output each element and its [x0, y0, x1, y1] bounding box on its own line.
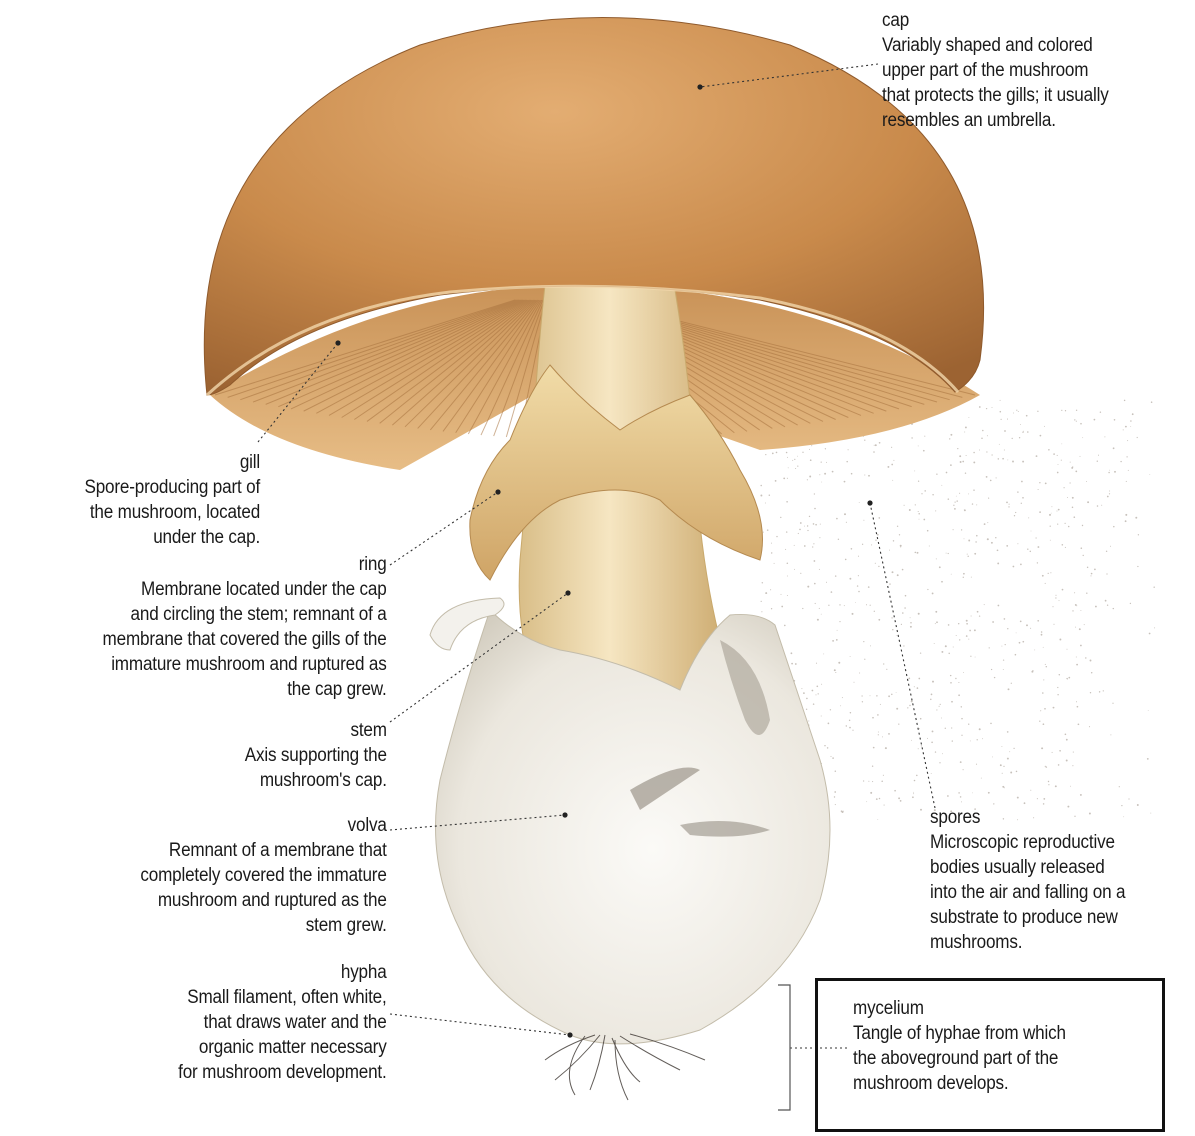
label-cap: cap Variably shaped and colored upper pa… — [882, 8, 1109, 133]
label-spores-term: spores — [930, 805, 1125, 830]
label-ring: ring Membrane located under the cap and … — [103, 552, 387, 702]
label-ring-desc: Membrane located under the cap and circl… — [103, 577, 387, 702]
label-gill-term: gill — [84, 450, 260, 475]
volva — [436, 610, 831, 1044]
mycelium-bracket — [778, 985, 790, 1110]
label-volva-desc: Remnant of a membrane that completely co… — [141, 838, 387, 938]
label-cap-desc: Variably shaped and colored upper part o… — [882, 33, 1109, 133]
label-volva: volva Remnant of a membrane that complet… — [141, 813, 387, 938]
label-hypha-desc: Small filament, often white, that draws … — [179, 985, 387, 1085]
label-volva-term: volva — [141, 813, 387, 838]
label-hypha: hypha Small filament, often white, that … — [179, 960, 387, 1085]
label-gill-desc: Spore-producing part of the mushroom, lo… — [84, 475, 260, 550]
label-spores: spores Microscopic reproductive bodies u… — [930, 805, 1125, 955]
label-mycelium-desc: Tangle of hyphae from which the abovegro… — [853, 1021, 1066, 1096]
label-ring-term: ring — [103, 552, 387, 577]
label-stem: stem Axis supporting the mushroom's cap. — [245, 718, 387, 793]
label-mycelium-term: mycelium — [853, 996, 1066, 1021]
label-stem-term: stem — [245, 718, 387, 743]
label-stem-desc: Axis supporting the mushroom's cap. — [245, 743, 387, 793]
label-spores-desc: Microscopic reproductive bodies usually … — [930, 830, 1125, 955]
label-mycelium: mycelium Tangle of hyphae from which the… — [853, 996, 1066, 1096]
label-gill: gill Spore-producing part of the mushroo… — [84, 450, 260, 550]
label-hypha-term: hypha — [179, 960, 387, 985]
label-cap-term: cap — [882, 8, 1109, 33]
